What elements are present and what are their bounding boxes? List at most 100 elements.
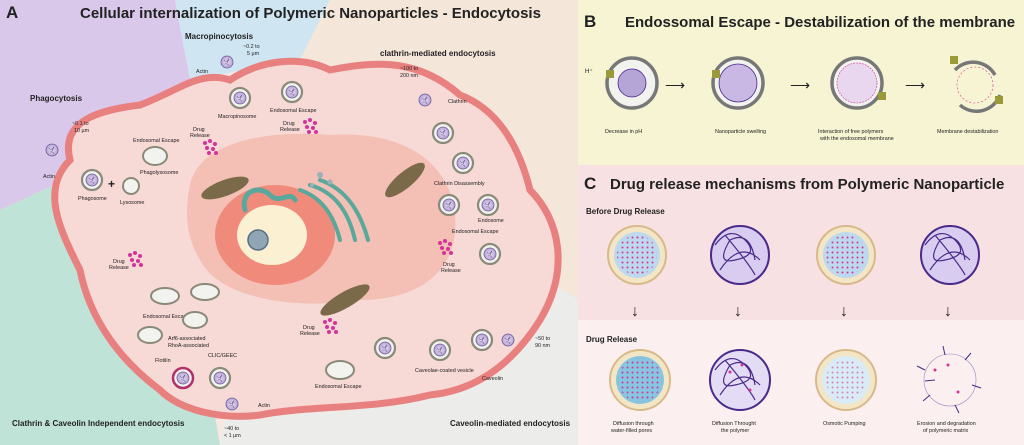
indep-size-2: < 1 µm: [224, 433, 241, 439]
mech-2-l1: Diffusion Throught: [712, 421, 756, 427]
clathrin-label-small: Clathrin: [448, 99, 467, 105]
step-2-endosome: [711, 56, 765, 110]
indep-vesicle-1: [150, 287, 180, 305]
clathrin-escape-label: Endosomal Escape: [452, 229, 498, 235]
phago-size-1: ~0.1 to: [72, 121, 89, 127]
phagocytosis-label: Phagocytosis: [30, 94, 83, 103]
proton-label: H⁺: [585, 68, 593, 75]
after-np-1: [609, 349, 671, 411]
endosome-label: Endosome: [478, 218, 504, 224]
after-np-2: [709, 349, 771, 411]
phago-nanoparticle: [45, 143, 59, 157]
indep-escape-label: Endosomal Escape: [143, 314, 189, 320]
endosome: [478, 195, 498, 215]
indep-drug-label-2: Release: [109, 265, 129, 271]
macro-nanoparticle: [220, 55, 234, 69]
down-arrow-1: ↓: [631, 303, 639, 320]
indep-vesicle-3: [137, 326, 163, 344]
lysosome: [122, 177, 140, 195]
down-arrow-3: ↓: [840, 303, 848, 320]
phago-escape-label: Endosomal Escape: [133, 138, 179, 144]
phago-actin-label: Actin: [43, 174, 55, 180]
caveolin-escape-label: Endosomal Escape: [315, 384, 361, 390]
panel-a-letter: A: [6, 3, 18, 22]
clathrin-disassembly-label: Clathrin Disassembly: [434, 181, 485, 187]
caveolin-nanoparticle: [501, 333, 515, 347]
mitochondrion-1: [201, 176, 249, 200]
macropinocytosis-label: Macropinocytosis: [185, 32, 254, 41]
caveolin-label: Caveolin-mediated endocytosis: [450, 419, 571, 428]
indep-actin-label: Actin: [258, 403, 270, 409]
clic-label: CLIC/GEEC: [208, 353, 237, 359]
phagolysosome: [142, 146, 168, 166]
caveolin-size-1: ~50 to: [535, 336, 550, 342]
rhoa-label: RhoA-associated: [168, 343, 209, 349]
phago-drug-label-2: Release: [190, 133, 210, 139]
mech-3-l1: Osmotic Pumping: [823, 421, 866, 427]
after-np-4: [916, 345, 982, 414]
clathrin-escape-vesicle: [480, 244, 500, 264]
mech-4-l1: Erosion and degradation: [917, 421, 976, 427]
macropinosome-label: Macropinosome: [218, 114, 256, 120]
panel-b-title: Endossomal Escape - Destabilization of t…: [625, 14, 1015, 31]
flotilin-label: Flotilin: [155, 358, 171, 364]
caveolin-label-small: Caveolin: [482, 376, 503, 382]
plus-sign: +: [108, 177, 115, 191]
macropinosome: [230, 88, 250, 108]
indep-drug-label: Drug: [113, 259, 125, 265]
disassembled-vesicle: [439, 195, 459, 215]
step-2-label: Nanoparticle swelling: [715, 129, 766, 135]
macro-drug-label-2: Release: [280, 127, 300, 133]
clathrin-size-2: 200 nm: [400, 73, 418, 79]
before-np-4: [920, 225, 980, 285]
before-label: Before Drug Release: [586, 207, 665, 216]
before-np-2: [710, 225, 770, 285]
macro-size-1: ~0.2 to: [243, 44, 260, 50]
after-label: Drug Release: [586, 335, 638, 344]
caveolin-size-2: 90 nm: [535, 343, 550, 349]
clathrin-vesicle: [433, 123, 453, 143]
before-np-3: [816, 225, 876, 285]
clathrin-drug-label-2: Release: [441, 268, 461, 274]
step-3-label-2: with the endosomal membrane: [819, 136, 894, 142]
clathrin-drug-label: Drug: [443, 262, 455, 268]
step-1-endosome: [605, 56, 659, 110]
phagosome-label: Phagosome: [78, 196, 107, 202]
macro-actin-label: Actin: [196, 69, 208, 75]
clathrin-size-1: ~100 to: [400, 66, 418, 72]
clathrin-label: clathrin-mediated endocytosis: [380, 49, 496, 58]
lysosome-label: Lysosome: [120, 200, 144, 206]
phagolysosome-label: Phagolysosome: [140, 170, 178, 176]
before-np-1: [607, 225, 667, 285]
indep-vesicle-6: [210, 368, 230, 388]
macro-escape-label: Endosomal Escape: [270, 108, 316, 114]
macro-size-2: 5 µm: [247, 51, 260, 57]
phago-drug-label: Drug: [193, 127, 205, 133]
panel-c-letter: C: [584, 174, 596, 193]
indep-vesicle-2: [190, 283, 220, 301]
clathrin-vesicle-2: [453, 153, 473, 173]
arrow-b-1: ⟶: [665, 77, 685, 93]
step-4-label: Membrane destabilization: [937, 129, 998, 135]
caveolin-escape-vesicle: [325, 360, 355, 380]
panel-c-title: Drug release mechanisms from Polymeric N…: [610, 176, 1004, 193]
independent-label: Clathrin & Caveolin Independent endocyto…: [12, 419, 185, 428]
nucleolus-area: [237, 205, 307, 265]
indep-nanoparticle: [225, 397, 239, 411]
mech-1-l1: Diffusion through: [613, 421, 654, 427]
step-3-label: Interaction of free polymers: [818, 129, 884, 135]
panel-a-title: Cellular internalization of Polymeric Na…: [80, 5, 541, 22]
arf6-label: Arf6-associated: [168, 336, 205, 342]
down-arrow-4: ↓: [944, 303, 952, 320]
mitochondrion-3: [320, 284, 370, 316]
mitochondrion-2: [385, 162, 425, 198]
phagocytosis-region: [0, 0, 190, 210]
down-arrow-2: ↓: [734, 303, 742, 320]
after-np-3: [815, 349, 877, 411]
mech-4-l2: of polymeric matrix: [923, 428, 969, 434]
caveolae-vesicle: [430, 340, 450, 360]
caveolin-drug-label: Drug: [303, 325, 315, 331]
endoplasmic-reticulum: [241, 187, 298, 213]
